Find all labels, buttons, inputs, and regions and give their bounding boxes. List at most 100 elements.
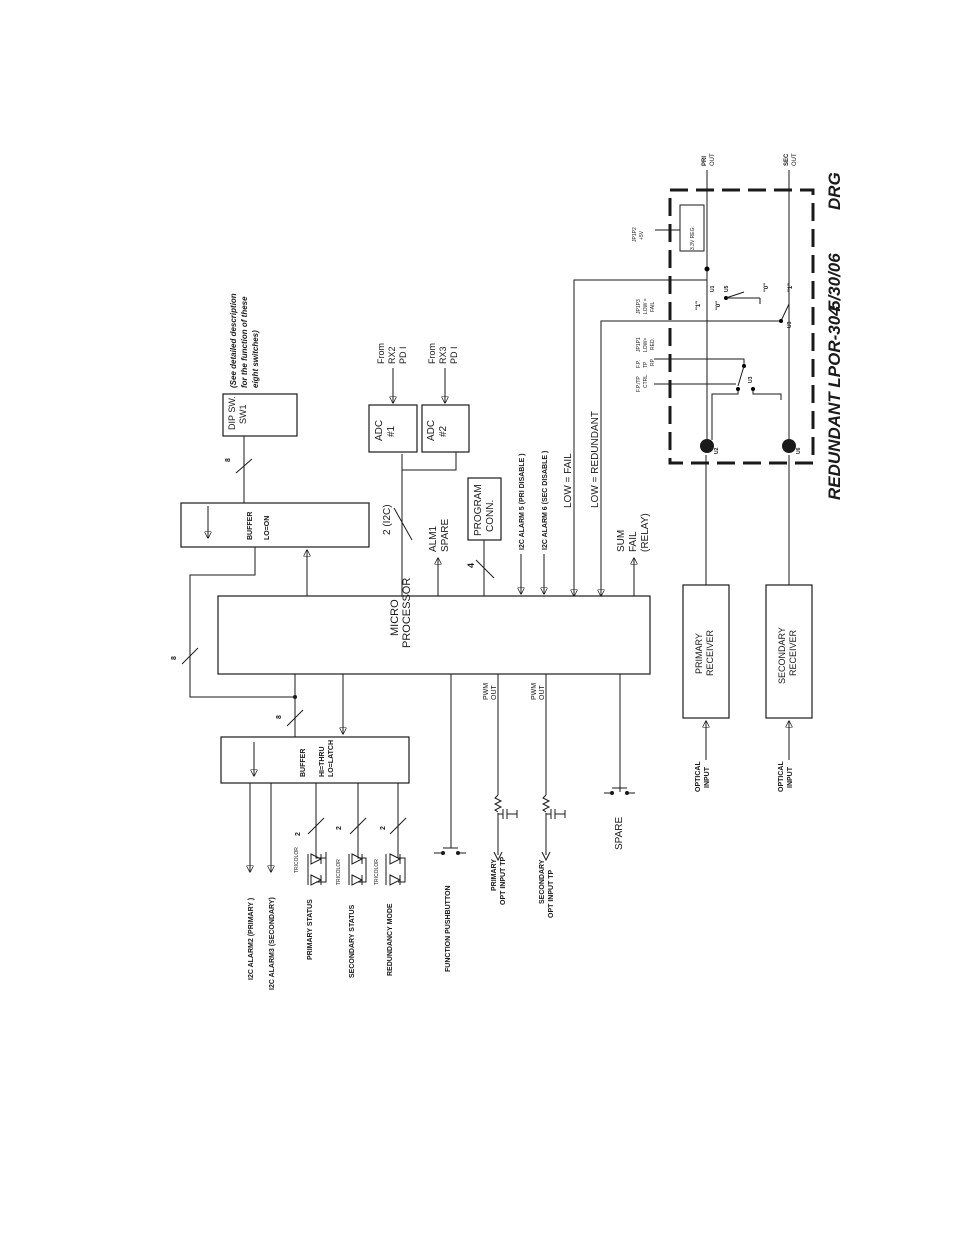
buffer-bottom-box xyxy=(220,736,410,784)
microprocessor-label-1: MICRO xyxy=(389,599,401,636)
low-redundant-line xyxy=(601,320,781,596)
redundancy-led-1-icon xyxy=(389,853,402,865)
pwm-2-resistor xyxy=(541,794,551,813)
sum-fail-label-1: SUM xyxy=(616,530,627,552)
fp-tp-label-3: RP xyxy=(650,358,656,366)
program-conn-label-2: CONN. xyxy=(485,500,496,532)
buffer-bottom-mode-1: HI=THRU xyxy=(319,746,326,777)
u6-label: U6 xyxy=(796,447,802,454)
buffer-top-name: BUFFER xyxy=(247,512,254,540)
drawing-title: REDUNDANT LPOR-304 xyxy=(825,306,844,500)
u3-node xyxy=(779,319,783,323)
function-pushbutton-label: FUNCTION PUSHBUTTON xyxy=(445,885,452,972)
title-block: REDUNDANT LPOR-304 5/30/06 DRG xyxy=(825,172,844,500)
primary-receiver-label-2: RECEIVER xyxy=(705,629,715,676)
program-bus-width: 4 xyxy=(466,563,476,568)
redundancy-mode-led-group xyxy=(385,783,407,886)
primary-status-led-group xyxy=(307,783,327,886)
u2-label: U2 xyxy=(714,447,720,454)
from-rx3-2: RX3 xyxy=(438,346,448,364)
secondary-led-2-icon xyxy=(351,874,364,886)
secondary-status-label: SECONDARY STATUS xyxy=(349,904,356,978)
u6-photodiode xyxy=(782,439,796,453)
primary-tp-marker xyxy=(493,851,503,862)
primary-receiver-label-1: PRIMARY xyxy=(694,633,704,674)
adc2-label-1: ADC xyxy=(426,420,437,441)
jp1p3-label-2: LOW = xyxy=(643,298,649,314)
secondary-tp-label-2: OPT INPUT TP xyxy=(548,869,555,918)
alm1-label-2: SPARE xyxy=(440,519,451,552)
microprocessor-label-2: PROCESSOR xyxy=(401,578,413,648)
low-fail-label: LOW = FAIL xyxy=(563,453,574,508)
jp1p2-label-1: JP1P2 xyxy=(632,227,638,242)
low-redundant-label: LOW = REDUNDANT xyxy=(590,411,601,508)
secondary-tp-label-1: SECONDARY xyxy=(539,859,546,904)
u1-state-0: "0" xyxy=(716,301,722,310)
buffer-top-mode: LO=ON xyxy=(264,516,271,540)
secondary-receiver-label-1: SECONDARY xyxy=(777,627,787,684)
buffer-top-bus-slash xyxy=(181,647,199,665)
regulator-label: 3.3V REG. xyxy=(690,226,696,250)
primary-led-1-icon xyxy=(310,853,323,865)
dip-bus-slash xyxy=(235,458,253,474)
jp1p2-label-2: +5V xyxy=(639,230,645,240)
i2c-alarm2-label: I2C ALARM2 (PRIMARY ) xyxy=(248,898,255,980)
u2-photodiode xyxy=(700,439,714,453)
secondary-optical-label-1: OPTICAL xyxy=(778,761,785,792)
pwm-out-2-label-1: PWM xyxy=(531,683,538,700)
drawing-date: 5/30/06 xyxy=(825,253,844,310)
buffer-bottom-bus-width: 8 xyxy=(276,715,283,719)
secondary-tp-marker xyxy=(541,851,551,862)
secondary-bus-width: 2 xyxy=(336,826,343,830)
from-rx2-3: PD I xyxy=(398,346,408,364)
pwm-2-capacitor xyxy=(546,809,566,819)
from-rx3-3: PD I xyxy=(449,346,459,364)
microprocessor-box xyxy=(217,595,651,675)
adc1-label-2: #1 xyxy=(386,425,397,437)
secondary-optical-label-2: INPUT xyxy=(787,766,794,788)
i2c-label: 2 (I2C) xyxy=(382,504,393,535)
sum-fail-label-2: FAIL xyxy=(628,531,639,552)
redundancy-tricolor-label: TRICOLOR xyxy=(374,859,380,885)
primary-tp-label-1: PRIMARY xyxy=(491,859,498,891)
u1-label: U1 xyxy=(710,285,716,292)
jp1p1-label-3: RED. xyxy=(650,338,656,350)
from-rx2-1: From xyxy=(376,343,386,364)
jp1p3-label-1: JP1P3 xyxy=(636,299,642,314)
pwm-out-1-label-2: OUT xyxy=(491,685,498,701)
redundancy-bus-width: 2 xyxy=(380,826,387,830)
redundancy-led-2-icon xyxy=(389,874,402,886)
adc2-box xyxy=(421,404,470,453)
jp1p1-label-1: JP1P1 xyxy=(636,337,642,352)
pwm-1-resistor xyxy=(493,794,503,813)
buffer-top-box xyxy=(180,502,370,548)
pwm-out-1-label-1: PWM xyxy=(483,683,490,700)
secondary-tricolor-label: TRICOLOR xyxy=(336,859,342,885)
secondary-receiver-label-2: RECEIVER xyxy=(788,629,798,676)
buffer-top-bus-width: 8 xyxy=(171,656,178,660)
primary-optical-label-2: INPUT xyxy=(704,766,711,788)
drawing-initials: DRG xyxy=(825,172,844,210)
i2c-bus-slash xyxy=(393,507,413,541)
fp-ctrl-label-1: F.P./TP xyxy=(636,376,642,392)
u3-label: U3 xyxy=(748,376,754,383)
primary-optical-label-1: OPTICAL xyxy=(695,761,702,792)
buffer-bottom-name: BUFFER xyxy=(300,749,307,777)
secondary-status-led-group xyxy=(348,783,367,886)
buffer-top-bus xyxy=(189,547,295,698)
adc1-label-1: ADC xyxy=(374,420,385,441)
sec-out-label-2: OUT xyxy=(792,153,798,166)
i2c-alarm3-label: I2C ALARM3 (SECONDARY) xyxy=(269,897,276,990)
fp-ctrl-label-2: CTRL. xyxy=(643,374,649,388)
program-bus-slash xyxy=(475,559,495,579)
primary-bus-width: 2 xyxy=(295,832,302,836)
from-rx2-2: RX2 xyxy=(387,346,397,364)
alm1-label-1: ALM1 xyxy=(428,525,439,552)
dip-switch-box xyxy=(222,393,298,437)
regulator-box xyxy=(679,204,705,252)
sum-fail-label-3: (RELAY) xyxy=(640,513,651,552)
low-fail-line xyxy=(574,279,707,596)
u3-right-link xyxy=(752,391,782,400)
primary-status-label: PRIMARY STATUS xyxy=(307,899,314,960)
